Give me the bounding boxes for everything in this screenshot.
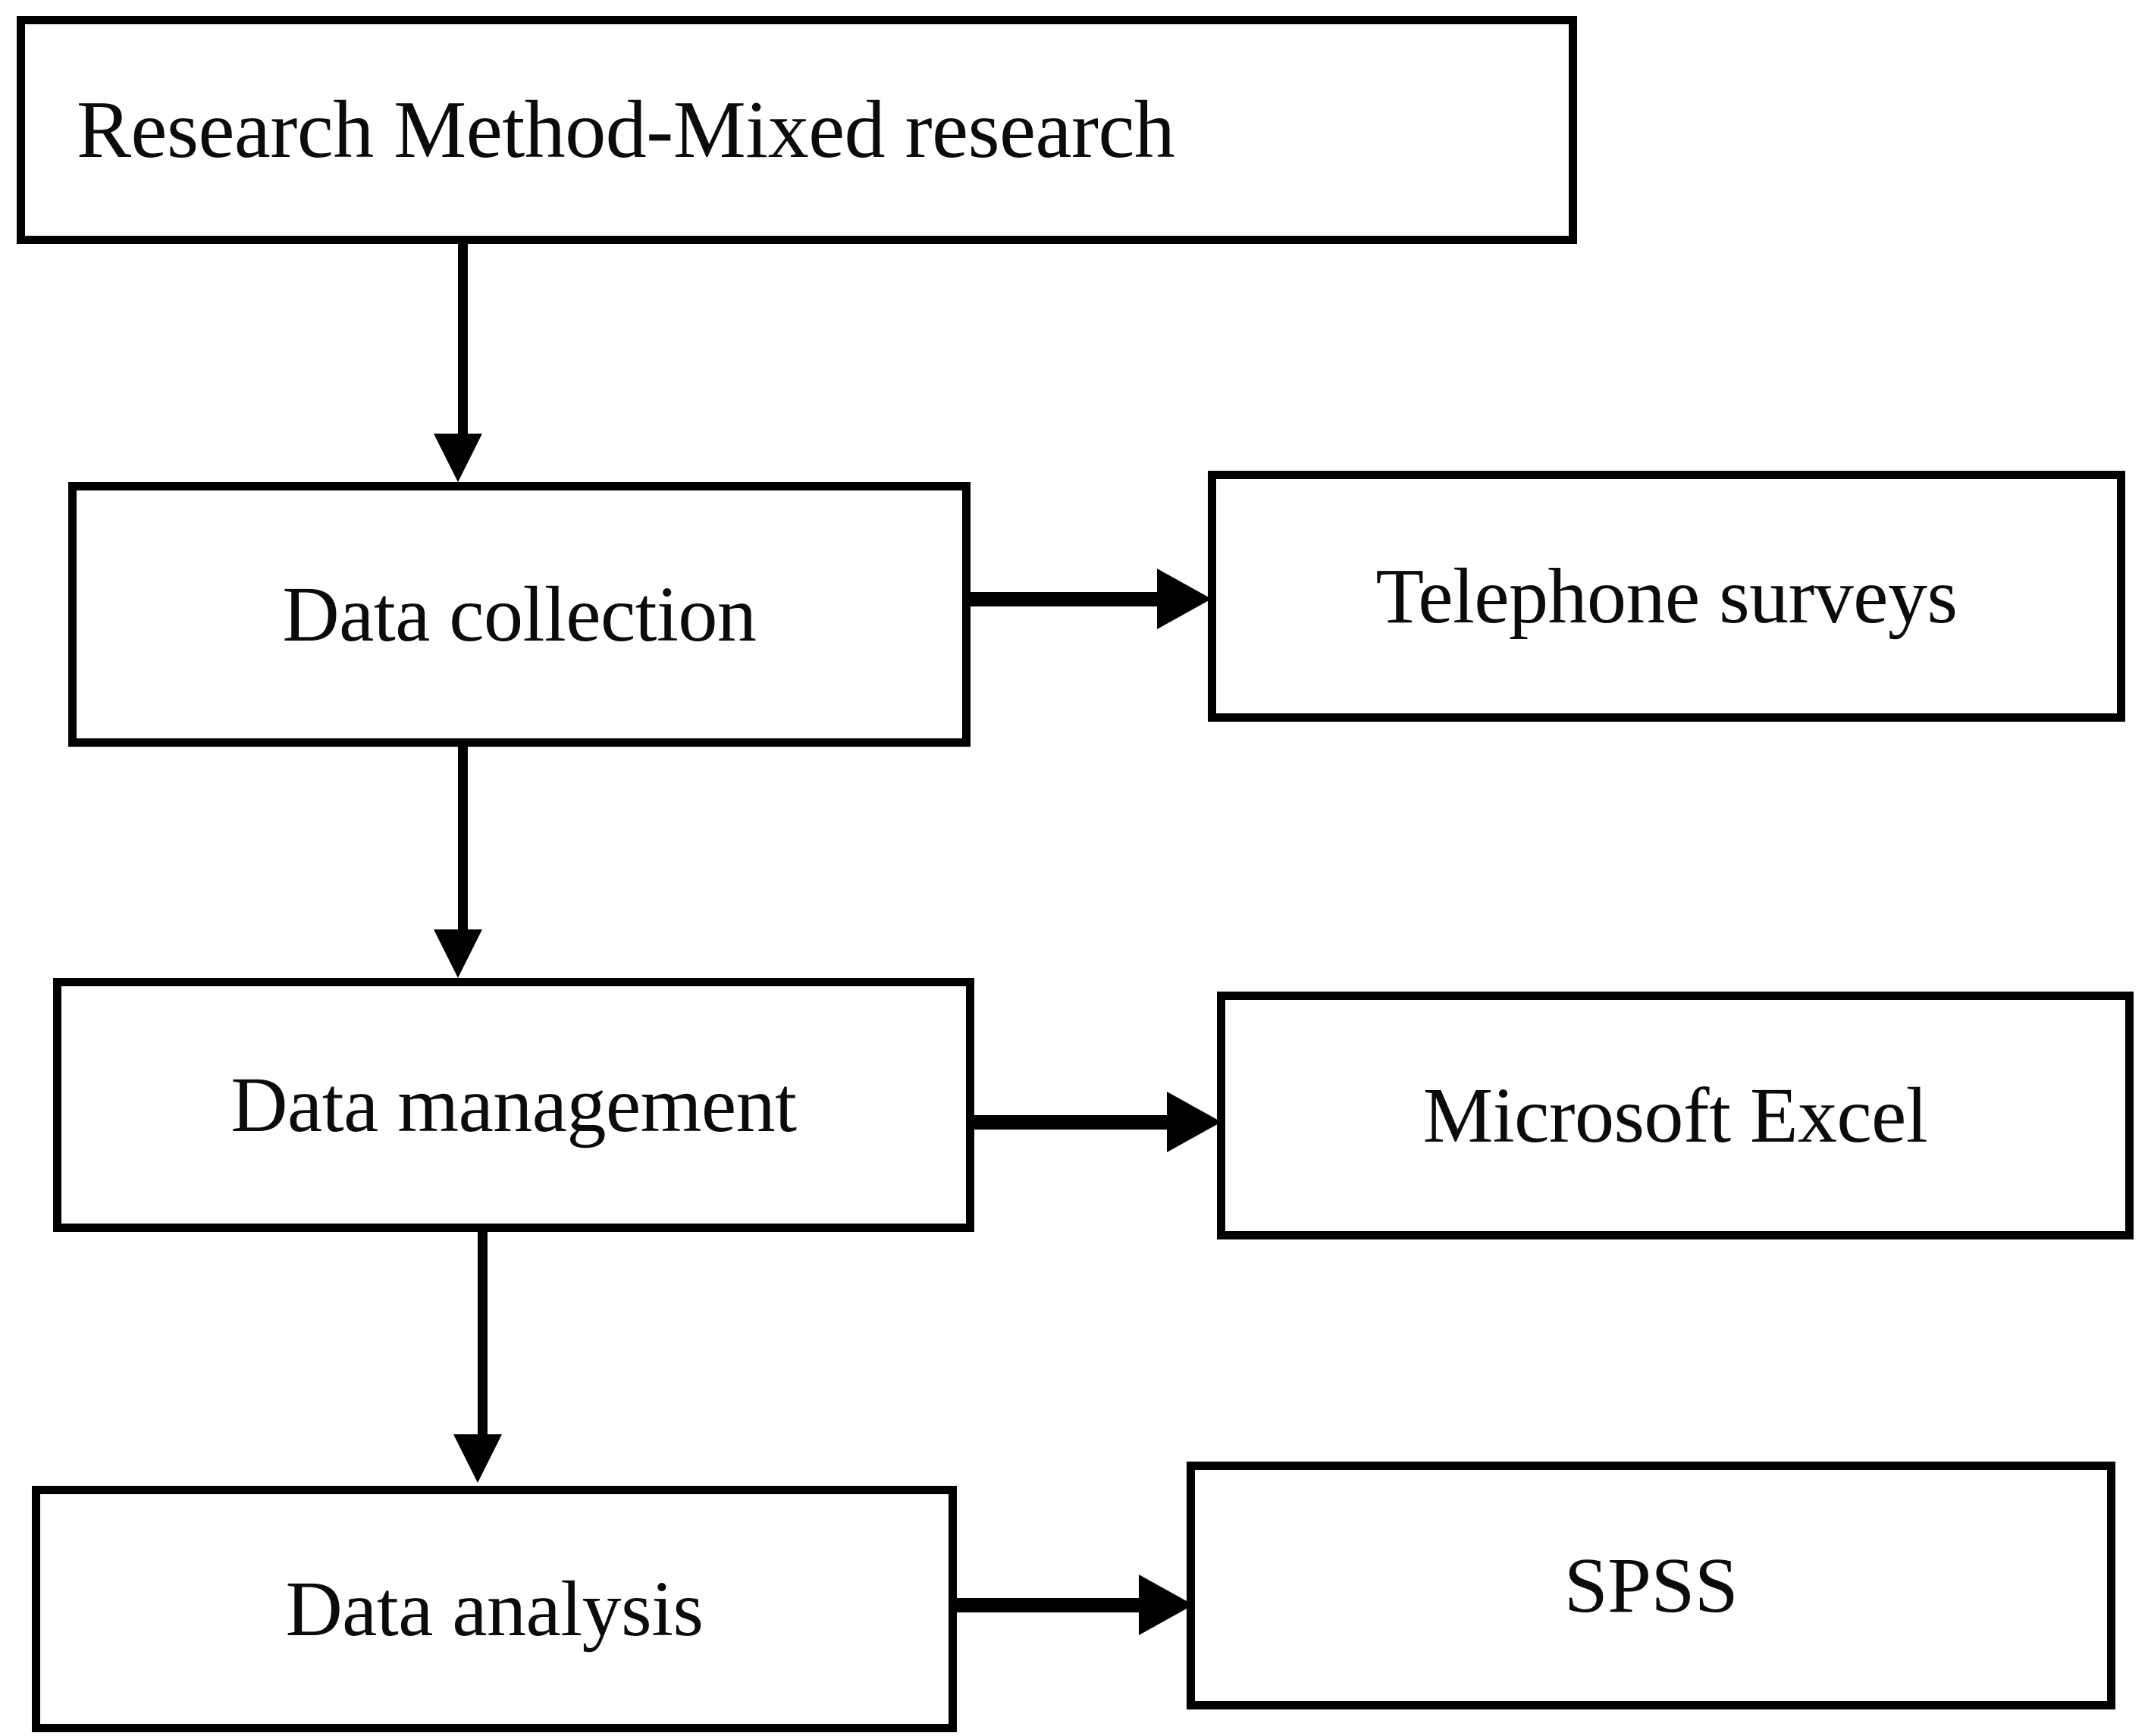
node-data-collection[interactable]: Data collection [68,482,971,747]
arrow-shaft-vertical [458,744,468,929]
node-telephone-surveys-label: Telephone surveys [1375,552,1958,640]
node-data-management[interactable]: Data management [53,978,974,1232]
arrow-head-right-icon [1167,1092,1221,1152]
node-spss[interactable]: SPSS [1187,1462,2115,1709]
node-data-analysis-label: Data analysis [285,1565,704,1653]
arrow-shaft-horizontal [973,1115,1168,1130]
arrow-head-right-icon [1157,569,1212,629]
arrow-head-down-icon [453,1434,502,1483]
node-research-method[interactable]: Research Method-Mixed research [17,16,1577,244]
arrow-head-down-icon [434,434,482,482]
node-data-analysis[interactable]: Data analysis [32,1486,957,1732]
node-research-method-label: Research Method-Mixed research [77,84,1175,175]
arrow-shaft-vertical [478,1230,488,1434]
node-data-collection-label: Data collection [282,570,757,658]
node-microsoft-excel-label: Microsoft Excel [1422,1071,1928,1159]
arrow-head-down-icon [434,929,482,978]
node-telephone-surveys[interactable]: Telephone surveys [1208,471,2125,722]
arrow-head-right-icon [1139,1575,1193,1635]
node-microsoft-excel[interactable]: Microsoft Excel [1217,992,2134,1239]
arrow-shaft-vertical [458,243,468,434]
arrow-shaft-horizontal [969,592,1159,606]
node-spss-label: SPSS [1563,1541,1739,1629]
arrow-shaft-horizontal [955,1598,1140,1612]
node-data-management-label: Data management [230,1061,797,1148]
